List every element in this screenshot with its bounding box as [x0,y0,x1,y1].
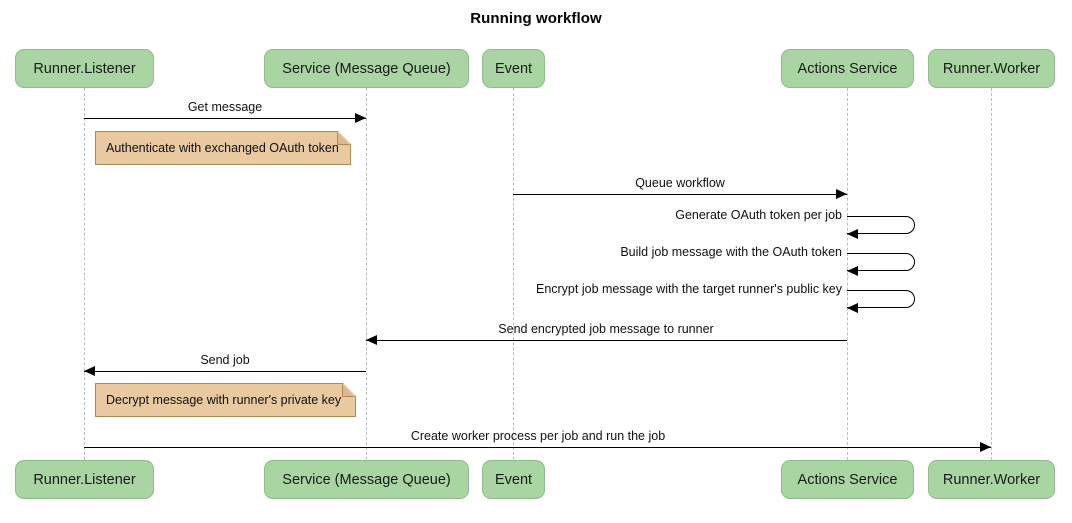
note-label: Authenticate with exchanged OAuth token [106,141,339,155]
participant-service-queue-header[interactable]: Service (Message Queue) [264,49,469,88]
participant-label: Service (Message Queue) [282,471,451,488]
participant-label: Runner.Listener [33,60,136,77]
message-label-queue-workflow: Queue workflow [635,176,725,190]
self-call-label-encrypt-message: Encrypt job message with the target runn… [535,282,842,296]
participant-runner-listener-footer[interactable]: Runner.Listener [15,460,154,499]
participant-label: Service (Message Queue) [282,60,451,77]
message-label-get-message: Get message [187,100,263,114]
message-line-send-encrypted [366,340,847,341]
message-label-create-worker: Create worker process per job and run th… [410,429,666,443]
participant-label: Event [494,471,533,488]
arrowhead-send-job [84,366,95,377]
lifeline-event [513,88,514,460]
message-line-queue-workflow [513,194,847,195]
arrowhead-send-encrypted [366,335,377,346]
participant-actions-service-header[interactable]: Actions Service [781,49,914,88]
message-line-get-message [84,118,366,119]
self-call-label-generate-token: Generate OAuth token per job [675,208,842,222]
arrowhead-generate-token [847,228,858,239]
lifeline-service-queue [366,88,367,460]
arrowhead-get-message [355,113,366,124]
participant-label: Runner.Listener [33,471,136,488]
self-call-loop-build-message [847,253,915,271]
lifeline-runner-listener [84,88,85,460]
participant-service-queue-footer[interactable]: Service (Message Queue) [264,460,469,499]
participant-label: Event [494,60,533,77]
participant-event-footer[interactable]: Event [482,460,545,499]
page-title: Running workflow [470,10,602,27]
participant-label: Runner.Worker [942,60,1041,77]
participant-event-header[interactable]: Event [482,49,545,88]
self-call-loop-generate-token [847,216,915,234]
participant-label: Runner.Worker [942,471,1041,488]
self-call-label-build-message: Build job message with the OAuth token [620,245,842,259]
participant-runner-listener-header[interactable]: Runner.Listener [15,49,154,88]
participant-runner-worker-footer[interactable]: Runner.Worker [928,460,1055,499]
participant-label: Actions Service [797,60,898,77]
arrowhead-queue-workflow [836,189,847,200]
message-line-send-job [84,371,366,372]
participant-runner-worker-header[interactable]: Runner.Worker [928,49,1055,88]
note-label: Decrypt message with runner's private ke… [106,393,342,407]
message-label-send-job: Send job [200,353,250,367]
arrowhead-build-message [847,265,858,276]
participant-actions-service-footer[interactable]: Actions Service [781,460,914,499]
arrowhead-create-worker [980,442,991,453]
participant-label: Actions Service [797,471,898,488]
self-call-loop-encrypt-message [847,290,915,308]
lifeline-runner-worker [991,88,992,460]
message-label-send-encrypted: Send encrypted job message to runner [498,322,714,336]
note-decrypt: Decrypt message with runner's private ke… [95,383,356,417]
message-line-create-worker [84,447,991,448]
arrowhead-encrypt-message [847,302,858,313]
note-authenticate: Authenticate with exchanged OAuth token [95,131,351,165]
